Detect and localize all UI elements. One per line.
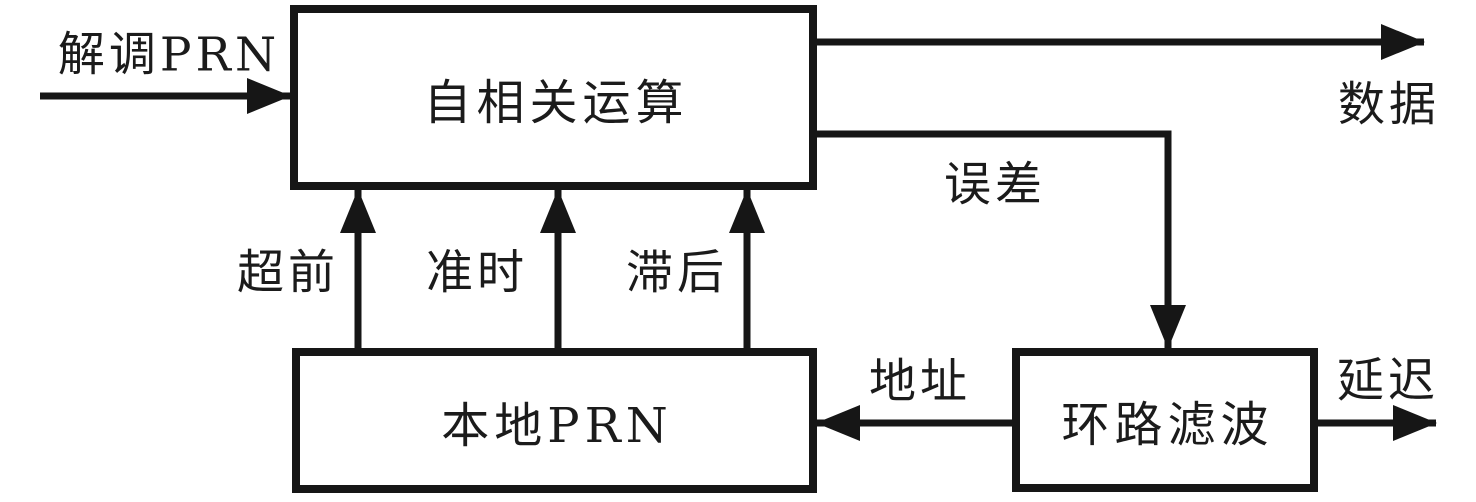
label-prompt: 准时 bbox=[426, 245, 528, 301]
block-autocorrelation-label: 自相关运算 bbox=[423, 74, 689, 131]
label-early: 超前 bbox=[237, 245, 339, 301]
label-data-output: 数据 bbox=[1338, 77, 1440, 133]
block-loop-filter: 环路滤波 bbox=[1012, 348, 1318, 492]
label-delay: 延迟 bbox=[1337, 353, 1439, 409]
label-demodulated-prn: 解调PRN bbox=[57, 27, 281, 83]
label-error: 误差 bbox=[944, 157, 1046, 213]
block-local-prn-label: 本地PRN bbox=[441, 397, 673, 454]
block-local-prn: 本地PRN bbox=[292, 348, 817, 493]
block-loop-filter-label: 环路滤波 bbox=[1061, 397, 1274, 453]
block-autocorrelation: 自相关运算 bbox=[290, 5, 817, 190]
label-address: 地址 bbox=[869, 354, 971, 410]
label-late: 滞后 bbox=[626, 245, 728, 301]
